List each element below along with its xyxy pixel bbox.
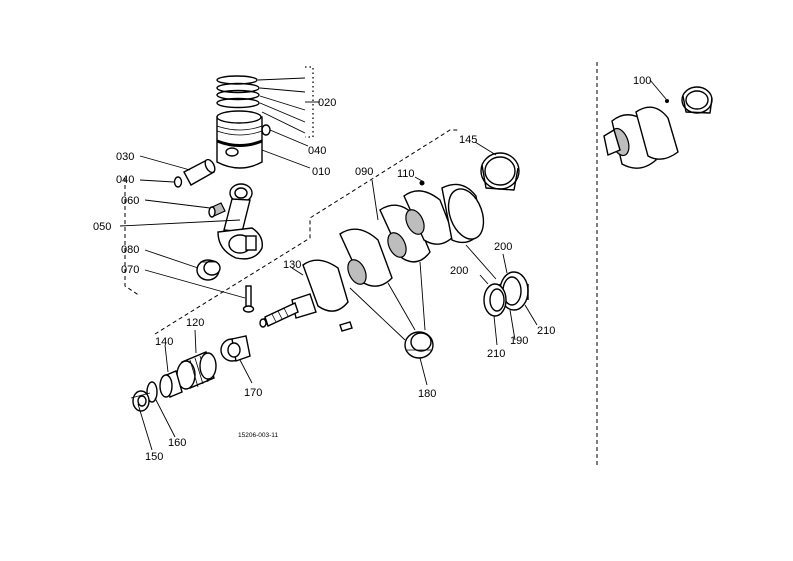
- crankshaft-bushing: [220, 335, 251, 362]
- small-end-bushing: [208, 202, 226, 218]
- part-label: 100: [633, 75, 651, 87]
- piston: [216, 110, 263, 169]
- part-label: 160: [168, 437, 186, 449]
- crankshaft-detail: [603, 106, 679, 169]
- o-ring: [146, 381, 158, 403]
- leader-lines: [119, 77, 667, 451]
- part-label: 140: [155, 336, 173, 348]
- part-label: 170: [244, 387, 262, 399]
- connecting-rod-bearing: [196, 259, 221, 281]
- part-label: 030: [116, 151, 134, 163]
- front-oil-seal: [130, 390, 151, 412]
- thrust-washer: [483, 283, 507, 317]
- part-label: 040: [116, 174, 134, 186]
- part-label: 070: [121, 264, 139, 276]
- part-label: 210: [537, 325, 555, 337]
- part-label: 200: [494, 241, 512, 253]
- part-label: 200: [450, 265, 468, 277]
- part-label: 130: [283, 259, 301, 271]
- part-label: 180: [418, 388, 436, 400]
- part-label: 040: [308, 145, 326, 157]
- rear-oil-seal-detail: [681, 86, 713, 114]
- piston-pin: [183, 158, 216, 186]
- part-label: 080: [121, 244, 139, 256]
- connecting-rod-bolt: [242, 285, 255, 313]
- piston-ring-set: [216, 75, 260, 109]
- main-bearing: [404, 331, 434, 359]
- part-label: 210: [487, 348, 505, 360]
- part-label: 110: [397, 168, 415, 180]
- crankshaft-gear: [176, 351, 217, 390]
- main-bearing-case: [499, 271, 529, 311]
- crankshaft-collar: [159, 370, 183, 398]
- crankshaft: [259, 180, 485, 332]
- part-label: 120: [186, 317, 204, 329]
- part-labels: 020 010 040 030 040 060 050 080 070 090 …: [93, 75, 651, 463]
- part-label: 150: [145, 451, 163, 463]
- part-label: 050: [93, 221, 111, 233]
- part-label: 090: [355, 166, 373, 178]
- part-label: 190: [510, 335, 528, 347]
- part-label: 060: [121, 195, 139, 207]
- drawing-number: 15206-003-11: [238, 432, 278, 439]
- connecting-rod: [217, 183, 263, 260]
- part-label: 145: [459, 134, 477, 146]
- part-label: 020: [318, 97, 336, 109]
- piston-pin-clip-left: [173, 176, 183, 188]
- crankshaft-front-end: [264, 302, 299, 327]
- rear-oil-seal: [480, 152, 520, 191]
- piston-pin-clip-right: [261, 124, 271, 136]
- part-label: 010: [312, 166, 330, 178]
